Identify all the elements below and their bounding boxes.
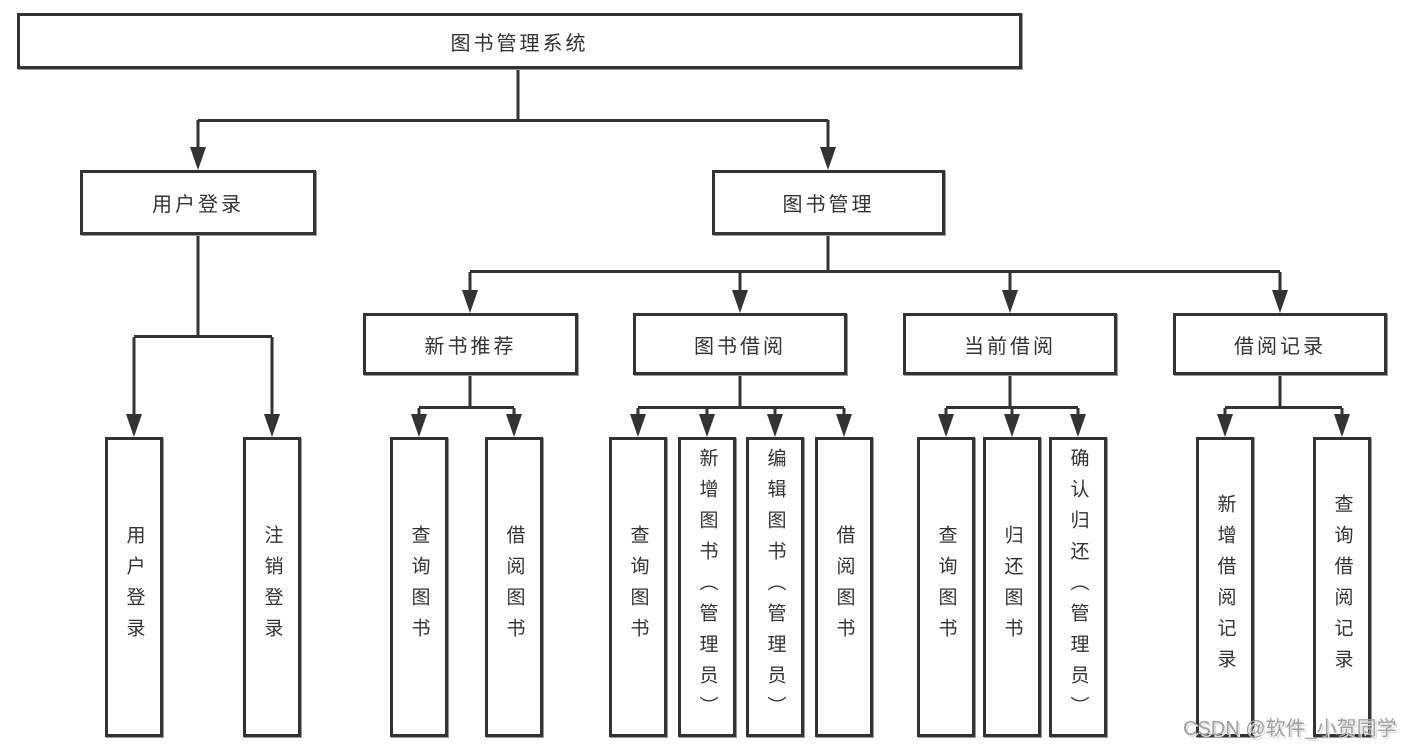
leaf-query-books-recommend: 查询图书 bbox=[390, 437, 448, 737]
node-book-management: 图书管理 bbox=[712, 170, 945, 235]
arrow-down-icon bbox=[630, 414, 646, 437]
arrow-down-icon bbox=[1217, 414, 1233, 437]
arrow-down-icon bbox=[462, 290, 478, 313]
arrow-down-icon bbox=[411, 414, 427, 437]
leaf-query-books-borrow: 查询图书 bbox=[609, 437, 667, 737]
leaf-return-book: 归还图书 bbox=[983, 437, 1041, 737]
node-new-book-recommend: 新书推荐 bbox=[363, 313, 578, 375]
arrow-down-icon bbox=[767, 414, 783, 437]
node-user-login: 用户登录 bbox=[80, 170, 316, 235]
leaf-confirm-return-admin: 确认归还（管理员） bbox=[1049, 437, 1107, 737]
leaf-user-login: 用户登录 bbox=[105, 437, 163, 737]
arrow-down-icon bbox=[699, 414, 715, 437]
node-current-borrow: 当前借阅 bbox=[903, 313, 1117, 375]
node-borrow-records: 借阅记录 bbox=[1173, 313, 1387, 375]
arrow-down-icon bbox=[126, 414, 142, 437]
leaf-query-borrow-record: 查询借阅记录 bbox=[1313, 437, 1371, 737]
arrow-down-icon bbox=[1002, 290, 1018, 313]
node-library-system: 图书管理系统 bbox=[17, 13, 1022, 69]
leaf-logout: 注销登录 bbox=[243, 437, 301, 737]
arrow-down-icon bbox=[1272, 290, 1288, 313]
arrow-down-icon bbox=[836, 414, 852, 437]
node-book-borrow: 图书借阅 bbox=[633, 313, 847, 375]
leaf-edit-book-admin: 编辑图书（管理员） bbox=[746, 437, 804, 737]
leaf-add-borrow-record: 新增借阅记录 bbox=[1196, 437, 1254, 737]
arrow-down-icon bbox=[1334, 414, 1350, 437]
leaf-borrow-books: 借阅图书 bbox=[815, 437, 873, 737]
leaf-query-books-current: 查询图书 bbox=[917, 437, 975, 737]
leaf-add-book-admin: 新增图书（管理员） bbox=[678, 437, 736, 737]
arrow-down-icon bbox=[1004, 414, 1020, 437]
connector-edges bbox=[132, 69, 1344, 418]
arrow-down-icon bbox=[732, 290, 748, 313]
arrow-down-icon bbox=[1070, 414, 1086, 437]
arrow-down-icon bbox=[190, 147, 206, 170]
arrow-down-icon bbox=[938, 414, 954, 437]
arrow-down-icon bbox=[264, 414, 280, 437]
arrowhead-icons bbox=[126, 147, 1350, 437]
arrow-down-icon bbox=[506, 414, 522, 437]
leaf-borrow-books-recommend: 借阅图书 bbox=[485, 437, 543, 737]
arrow-down-icon bbox=[820, 147, 836, 170]
watermark: CSDN @软件_小贺同学 bbox=[1183, 718, 1397, 740]
